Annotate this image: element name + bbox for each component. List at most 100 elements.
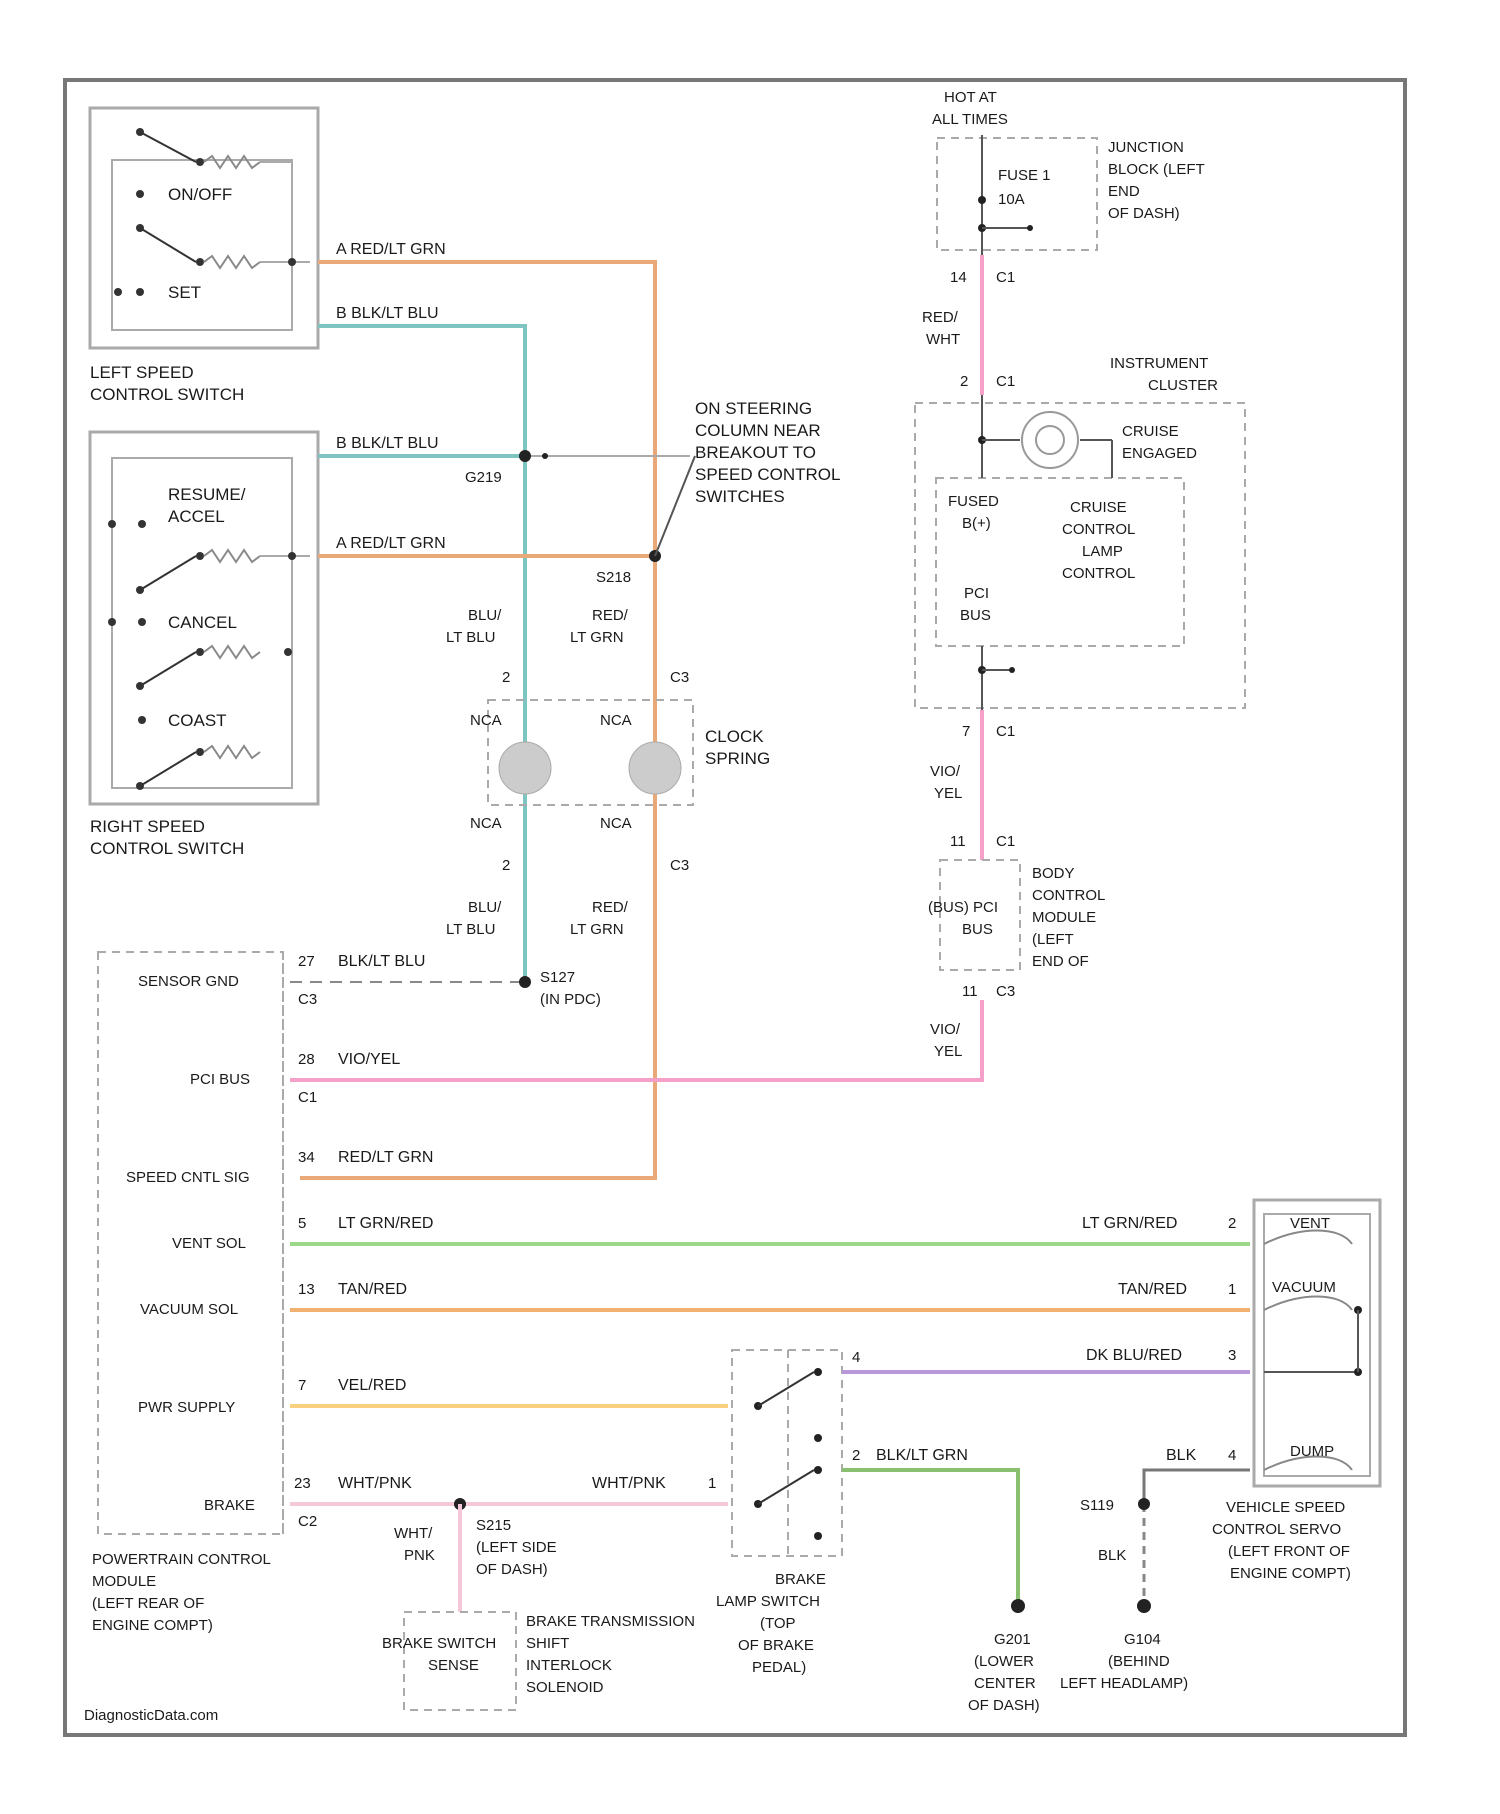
jb-3: END [1108, 183, 1140, 200]
pcm-caption-4: ENGINE COMPT) [92, 1617, 213, 1634]
pcm-vent-sol: VENT SOL [172, 1235, 246, 1252]
hot-at-1: HOT AT [944, 89, 997, 106]
clock-spring-2: SPRING [705, 749, 770, 768]
bcm-3: MODULE [1032, 909, 1096, 926]
lamp-ctrl-1: CRUISE [1070, 499, 1127, 516]
servo-cap-3: (LEFT FRONT OF [1228, 1543, 1350, 1560]
cruise-engaged-2: ENGAGED [1122, 445, 1197, 462]
vio-yel-1b: YEL [934, 785, 962, 802]
resume-label-2: ACCEL [168, 507, 225, 526]
s215-1: S215 [476, 1517, 511, 1534]
wire-brake-2: WHT/PNK [592, 1475, 666, 1492]
speed-switch-wires: A RED/LT GRN B BLK/LT BLU B BLK/LT BLU A… [300, 241, 695, 1178]
pci-bus-ic-2: BUS [960, 607, 991, 624]
pin-5: 5 [298, 1215, 306, 1232]
fuse-and-cluster: HOT AT ALL TIMES FUSE 1 10A JUNCTION BLO… [915, 89, 1245, 1060]
jb-pin: 14 [950, 269, 967, 286]
bcm-conn1: C1 [996, 833, 1015, 850]
sw-pin-4: 4 [852, 1349, 860, 1366]
bss-1: BRAKE SWITCH [382, 1635, 496, 1652]
blk2-label: BLK [1098, 1547, 1126, 1564]
bcm-1: BODY [1032, 865, 1075, 882]
g201-4: OF DASH) [968, 1697, 1040, 1714]
s218-label: S218 [596, 569, 631, 586]
vac-wire-label: TAN/RED [1118, 1281, 1187, 1298]
hot-at-2: ALL TIMES [932, 111, 1008, 128]
lt-grn-label-b: LT GRN [570, 921, 624, 938]
vio-yel-wire-2 [290, 1000, 982, 1080]
vent-wire-label: LT GRN/RED [1082, 1215, 1177, 1232]
dump-pin: 3 [1228, 1347, 1236, 1364]
pcm-caption-1: POWERTRAIN CONTROL [92, 1551, 271, 1568]
pcm-sensor-gnd: SENSOR GND [138, 973, 239, 990]
jb-4: OF DASH) [1108, 205, 1180, 222]
bts-4: SOLENOID [526, 1679, 604, 1696]
servo-cap-1: VEHICLE SPEED [1226, 1499, 1345, 1516]
jb-1: JUNCTION [1108, 139, 1184, 156]
ic-conn1: C1 [996, 373, 1015, 390]
set-label: SET [168, 283, 201, 302]
conn-c3b: C3 [670, 857, 689, 874]
lamp-ctrl-4: CONTROL [1062, 565, 1135, 582]
wire-label-a1: A RED/LT GRN [336, 241, 446, 258]
ic-label-2: CLUSTER [1148, 377, 1218, 394]
conn-c3a: C3 [670, 669, 689, 686]
bls-5: PEDAL) [752, 1659, 806, 1676]
blu-label-b: BLU/ [468, 899, 502, 916]
blk-lt-grn-wire [842, 1470, 1018, 1600]
ic-pin1: 2 [960, 373, 968, 390]
blu-label: BLU/ [468, 607, 502, 624]
diagram-frame [65, 80, 1405, 1735]
pcm-vacuum-sol: VACUUM SOL [140, 1301, 238, 1318]
g201-3: CENTER [974, 1675, 1036, 1692]
red-wht-1: RED/ [922, 309, 959, 326]
vent-pin: 2 [1228, 1215, 1236, 1232]
blk-lt-blu-wire [318, 326, 525, 985]
bls-2: LAMP SWITCH [716, 1593, 820, 1610]
vio-yel-1a: VIO/ [930, 763, 961, 780]
wire-34: RED/LT GRN [338, 1149, 433, 1166]
s127-label-2: (IN PDC) [540, 991, 601, 1008]
sw-pin-1: 1 [708, 1475, 716, 1492]
jb-conn: C1 [996, 269, 1015, 286]
on-off-label: ON/OFF [168, 185, 232, 204]
sw-pin-2: 2 [852, 1447, 860, 1464]
left-switch-caption-1: LEFT SPEED [90, 363, 194, 382]
s215-2: (LEFT SIDE [476, 1539, 557, 1556]
nca-1: NCA [470, 712, 502, 729]
steer-2: COLUMN NEAR [695, 421, 821, 440]
lt-blu-label-b: LT BLU [446, 921, 495, 938]
bcm-conn2: C3 [996, 983, 1015, 1000]
g104-3: LEFT HEADLAMP) [1060, 1675, 1188, 1692]
nca-2: NCA [600, 712, 632, 729]
s215-3: OF DASH) [476, 1561, 548, 1578]
g104-ground [1137, 1599, 1151, 1613]
g104-1: G104 [1124, 1631, 1161, 1648]
bts-2: SHIFT [526, 1635, 569, 1652]
s127-label: S127 [540, 969, 575, 986]
bts-3: INTERLOCK [526, 1657, 612, 1674]
bss-2: SENSE [428, 1657, 479, 1674]
footer-watermark: DiagnosticData.com [84, 1707, 218, 1724]
lamp-ctrl-2: CONTROL [1062, 521, 1135, 538]
bcm-pin1: 11 [950, 833, 966, 850]
g219-label: G219 [465, 469, 502, 486]
steer-1: ON STEERING [695, 399, 812, 418]
nca-3: NCA [470, 815, 502, 832]
powertrain-control-module: SENSOR GND PCI BUS SPEED CNTL SIG VENT S… [92, 952, 283, 1634]
pin-34: 34 [298, 1149, 315, 1166]
g104-2: (BEHIND [1108, 1653, 1170, 1670]
ic-pin2: 7 [962, 723, 970, 740]
brake-lamp-switch: BRAKE LAMP SWITCH (TOP OF BRAKE PEDAL) [716, 1350, 842, 1676]
dump-wire-label: DK BLU/RED [1086, 1347, 1182, 1364]
bls-1: BRAKE [775, 1571, 826, 1588]
pin-13: 13 [298, 1281, 315, 1298]
bcm-pci-1: (BUS) PCI [928, 899, 998, 916]
cancel-label: CANCEL [168, 613, 237, 632]
servo-dump: DUMP [1290, 1443, 1334, 1460]
vac-pin: 1 [1228, 1281, 1236, 1298]
bls-4: OF BRAKE [738, 1637, 814, 1654]
wht-pnk-2: PNK [404, 1547, 435, 1564]
clock-spring: NCA NCA NCA NCA CLOCK SPRING BLU/ LT BLU… [446, 700, 770, 938]
